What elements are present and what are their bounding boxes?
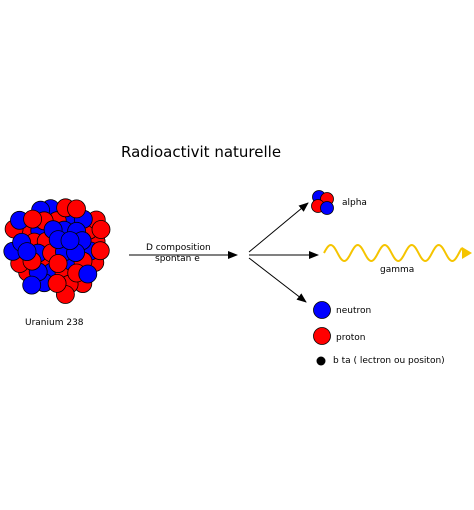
neutron-swatch	[313, 301, 331, 319]
alpha-label: alpha	[342, 198, 367, 208]
nucleus-neutron	[60, 231, 80, 251]
process-label-line1: D composition	[146, 243, 211, 253]
nucleus-proton	[90, 241, 110, 261]
uranium-nucleus	[3, 198, 111, 304]
gamma-arrowhead	[462, 247, 472, 259]
beta-label: b ta ( lectron ou positon)	[333, 356, 445, 366]
beta-swatch	[316, 356, 326, 366]
nucleus-proton	[91, 220, 111, 239]
alpha-arrow	[248, 202, 309, 253]
nucleus-neutron	[78, 264, 98, 284]
alpha-particle	[311, 190, 334, 215]
diagram-title: Radioactivit naturelle	[121, 143, 281, 161]
process-label-line2: spontan e	[155, 254, 200, 264]
gamma-label: gamma	[380, 265, 414, 275]
gamma-wave	[323, 243, 463, 263]
neutron-arrow	[248, 257, 307, 303]
nucleus-neutron	[22, 275, 42, 295]
neutron-label: neutron	[336, 306, 371, 316]
proton-swatch	[313, 327, 331, 345]
nucleus-proton	[67, 199, 86, 219]
nucleus-neutron	[17, 242, 37, 262]
nucleus-proton	[48, 254, 68, 273]
alpha-neutron	[320, 201, 334, 215]
nucleus-label: Uranium 238	[25, 318, 84, 328]
nucleus-proton	[23, 209, 42, 229]
proton-label: proton	[336, 333, 365, 343]
nucleus-proton	[47, 273, 67, 293]
